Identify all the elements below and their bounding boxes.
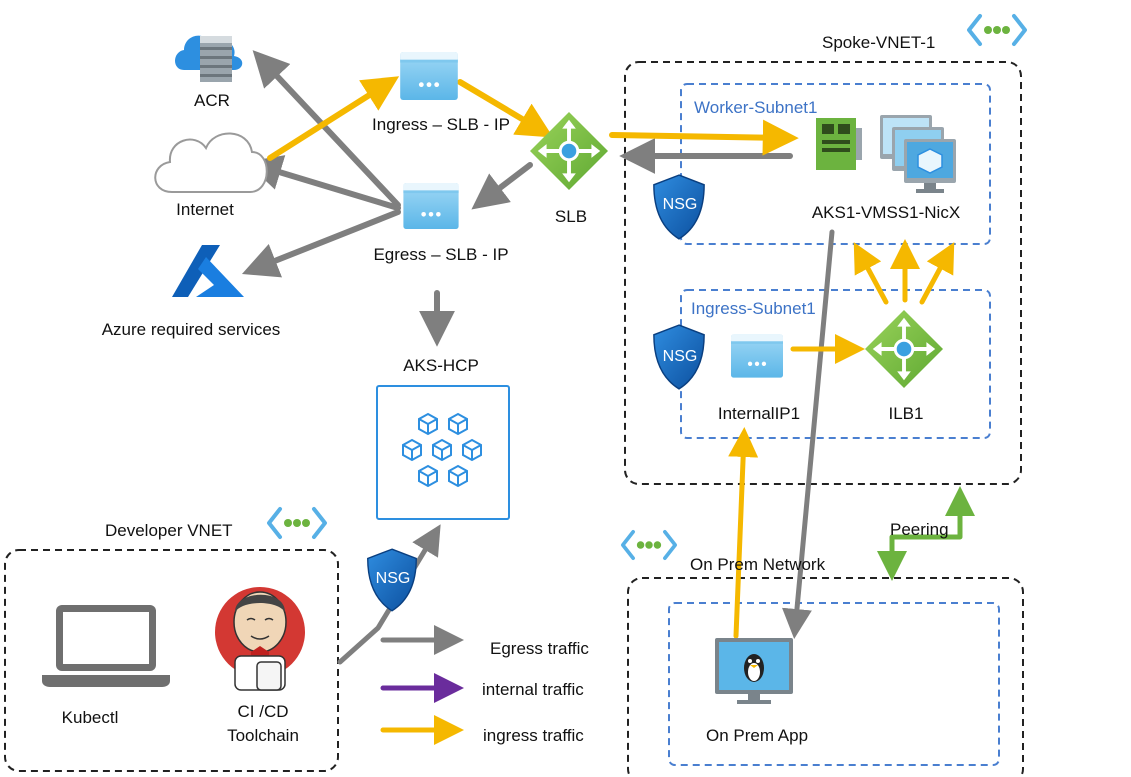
azure-services-label: Azure required services — [101, 320, 281, 339]
ingress-subnet-boundary — [680, 289, 991, 439]
ingress-ip-label: Ingress – SLB - IP — [372, 115, 510, 134]
on-prem-subnet-boundary — [668, 602, 1000, 766]
slb-label: SLB — [554, 207, 588, 226]
on-prem-app-label: On Prem App — [705, 726, 809, 745]
laptop-icon — [42, 605, 170, 687]
internal-ip-label: InternalIP1 — [717, 404, 801, 423]
developer-vnet-label: Developer VNET — [105, 521, 233, 540]
peering-label: Peering — [890, 520, 949, 539]
legend-internal-label: internal traffic — [482, 680, 584, 699]
ilb-label: ILB1 — [888, 404, 924, 423]
worker-subnet-boundary — [680, 83, 991, 245]
slb-icon — [530, 112, 608, 190]
vmss-label: AKS1-VMSS1-NicX — [811, 203, 961, 222]
kubectl-label: Kubectl — [61, 708, 119, 727]
nsg-label-worker: NSG — [662, 196, 698, 213]
internal-ip-icon — [731, 334, 783, 378]
egress-public-ip-icon — [403, 183, 459, 229]
linux-monitor-icon — [715, 638, 793, 704]
nic-icon — [816, 118, 862, 170]
nsg-label-ingress: NSG — [662, 348, 698, 365]
acr-label: ACR — [194, 91, 230, 110]
ingress-public-ip-icon — [400, 52, 458, 100]
azure-icon — [172, 245, 244, 297]
spoke-vnet-label: Spoke-VNET-1 — [822, 33, 936, 52]
aks-cluster-icon — [376, 385, 510, 520]
egress-arrow-to-acr — [252, 50, 401, 208]
vm-stack-icon — [880, 115, 956, 193]
peering-arrow-down — [877, 534, 937, 582]
spoke-vnet-icon — [967, 14, 1027, 46]
aks-hcp-label: AKS-HCP — [403, 356, 479, 375]
spoke-vnet-boundary — [624, 61, 1022, 485]
ingress-arrow-ilb-to-vmss-left — [853, 242, 889, 305]
nsg-label-developer: NSG — [375, 570, 411, 587]
egress-arrow-to-azure — [241, 209, 401, 278]
ingress-subnet-label: Ingress-Subnet1 — [691, 299, 816, 318]
egress-arrow-vmss-to-onprem — [782, 229, 835, 639]
egress-arrow-slb-to-egress-ip — [471, 162, 533, 210]
cicd-label-line2: Toolchain — [227, 726, 299, 745]
internet-cloud-icon — [154, 132, 268, 193]
egress-arrow-to-internet — [245, 155, 401, 211]
legend-ingress-label: ingress traffic — [483, 726, 584, 745]
cicd-label-line1: CI /CD — [237, 702, 289, 721]
developer-vnet-icon — [267, 507, 327, 539]
worker-subnet-label: Worker-Subnet1 — [694, 98, 818, 117]
on-prem-vnet-icon — [620, 530, 678, 560]
on-prem-network-boundary — [627, 577, 1024, 777]
jenkins-icon — [215, 587, 305, 691]
ingress-arrow-ingress-ip-to-slb — [457, 79, 554, 138]
egress-ip-label: Egress – SLB - IP — [373, 245, 509, 264]
ingress-arrow-ilb-to-vmss-right — [919, 242, 955, 305]
ingress-arrow-onprem-to-internal-ip — [728, 427, 759, 639]
acr-icon — [175, 35, 243, 82]
legend-egress-label: Egress traffic — [490, 639, 589, 658]
internet-label: Internet — [176, 200, 234, 219]
ingress-arrow-slb-to-vmss — [609, 119, 799, 156]
peering-arrow-up — [931, 485, 975, 540]
on-prem-network-label: On Prem Network — [690, 555, 826, 574]
ingress-arrow-internet-to-ingress-ip — [267, 76, 400, 161]
ilb-icon — [865, 310, 943, 388]
